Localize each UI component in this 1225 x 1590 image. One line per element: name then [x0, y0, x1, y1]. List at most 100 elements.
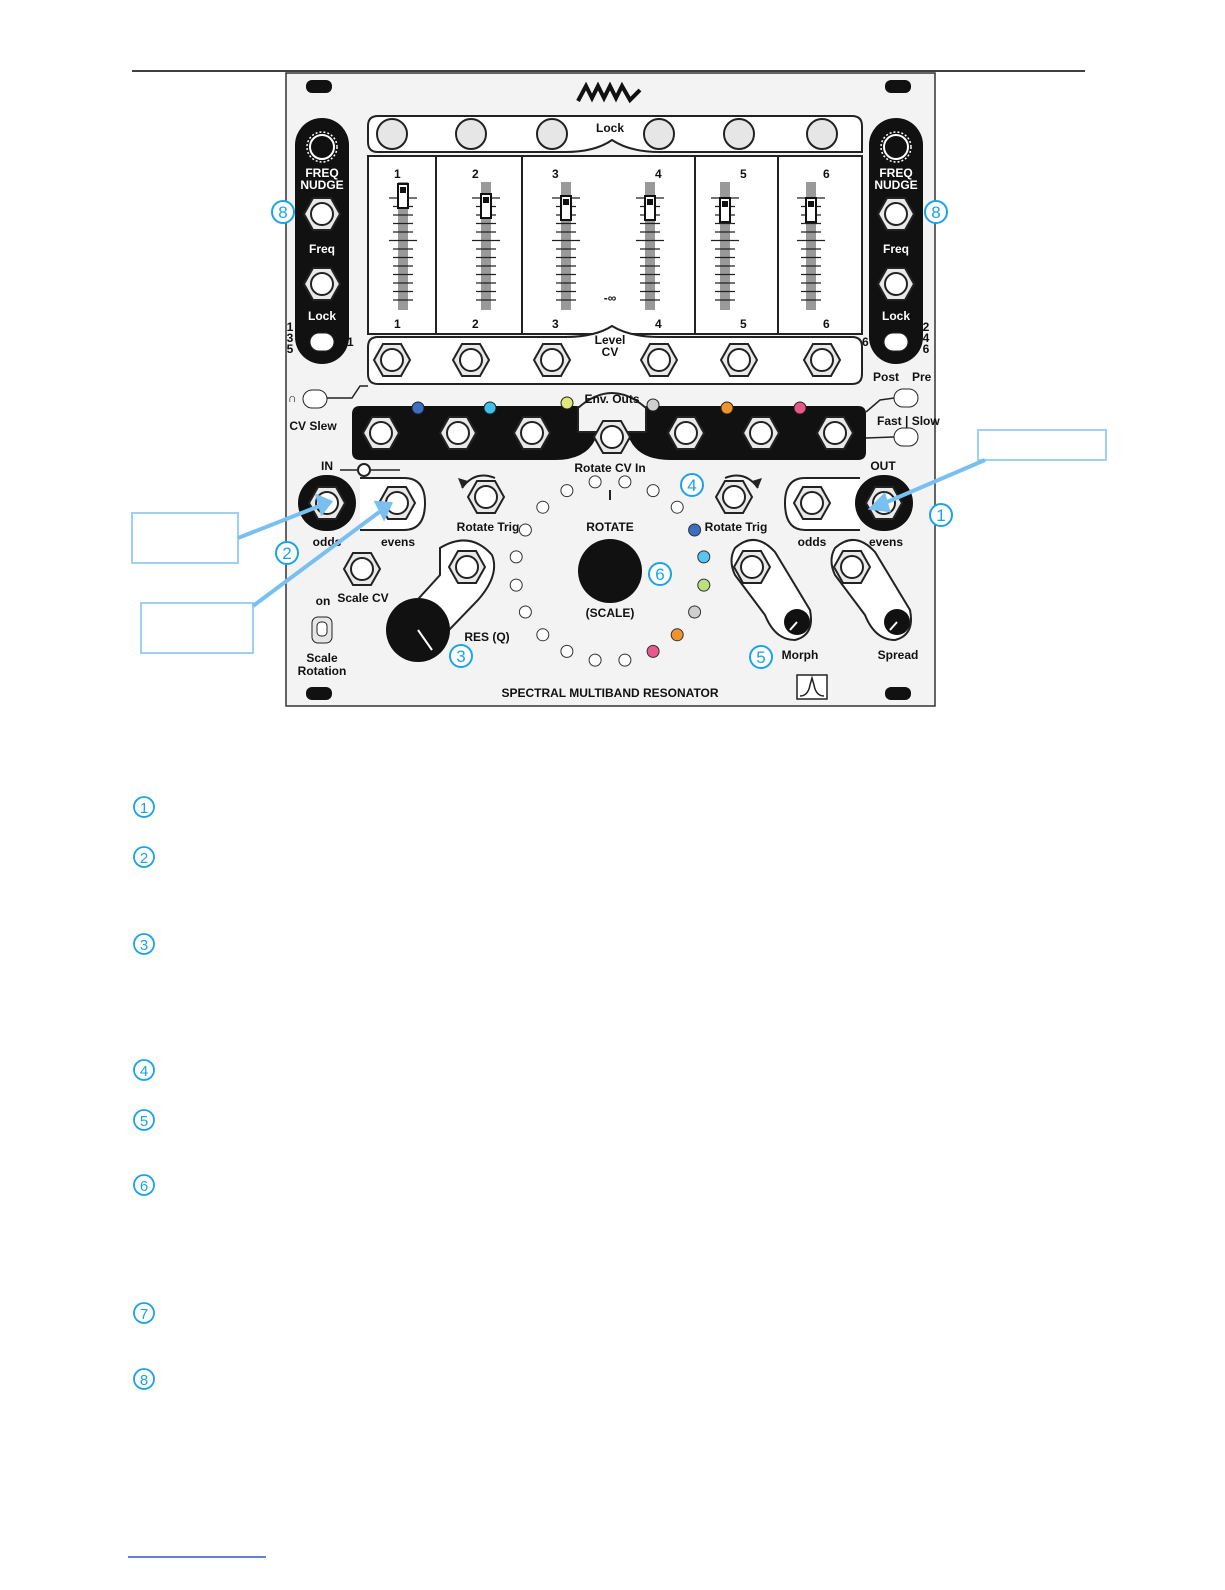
- legend-item-6: 6: [140, 1178, 148, 1195]
- cv-slew-switch[interactable]: [302, 389, 328, 409]
- level-cv-jack-5[interactable]: [720, 343, 758, 377]
- level-cv-jack-1[interactable]: [373, 343, 411, 377]
- freq-jack-left[interactable]: [303, 267, 341, 301]
- legend-item-2: 2: [140, 850, 148, 867]
- mount-hole: [306, 687, 332, 700]
- callout-number-8: 8: [278, 203, 287, 222]
- evens-label: evens: [381, 535, 415, 549]
- slider-handle-1[interactable]: [397, 183, 409, 209]
- knob-indicator: [889, 621, 898, 631]
- freq-nudge-knob[interactable]: [883, 134, 909, 160]
- freq-nudge-jack-right[interactable]: [877, 197, 915, 231]
- env-led-3: [560, 396, 574, 410]
- freq-nudge-jack-left[interactable]: [303, 197, 341, 231]
- callout-box-in-odds: [131, 512, 239, 564]
- morph-cv-jack[interactable]: [733, 550, 771, 584]
- mount-hole: [885, 80, 911, 93]
- out-odds-jack[interactable]: [793, 486, 831, 520]
- callout-numbers: 1 2 3 4 5 6 8 8: [271, 200, 953, 669]
- freq-jack-right[interactable]: [877, 267, 915, 301]
- ring-led: [688, 523, 702, 537]
- channel-number: 1: [394, 317, 401, 331]
- mount-hole: [885, 687, 911, 700]
- legend-item-4: 4: [140, 1063, 148, 1080]
- rotate-label: ROTATE: [586, 520, 634, 534]
- lock-button-6[interactable]: [806, 118, 838, 150]
- legend-item-8: 8: [140, 1372, 148, 1389]
- slider-handle-5[interactable]: [719, 197, 731, 223]
- res-cv-jack[interactable]: [448, 550, 486, 584]
- slider-track-1[interactable]: [398, 182, 408, 310]
- pre-label: Pre: [912, 370, 932, 384]
- legend-circle: [133, 1302, 155, 1324]
- switch-label: 6: [923, 342, 930, 356]
- env-out-jack-5[interactable]: [742, 416, 780, 450]
- lock-switch-left[interactable]: [309, 332, 335, 352]
- callout-box-in-evens: [140, 602, 254, 654]
- fast-slow-switch[interactable]: [893, 427, 919, 447]
- env-led-2: [483, 401, 497, 415]
- scale-cv-jack[interactable]: [343, 552, 381, 586]
- ring-led: [646, 484, 660, 498]
- level-cv-jack-6[interactable]: [803, 343, 841, 377]
- freq-label: Freq: [883, 242, 909, 256]
- channel-number: 4: [655, 317, 662, 331]
- slider-track-6[interactable]: [806, 182, 816, 310]
- slider-handle-6[interactable]: [805, 197, 817, 223]
- callout-circle: [449, 644, 473, 668]
- env-out-jack-1[interactable]: [362, 416, 400, 450]
- freq-label: Freq: [309, 242, 335, 256]
- slider-handle-3[interactable]: [560, 195, 572, 221]
- arrow-head: [458, 478, 468, 488]
- lock-button-1[interactable]: [376, 118, 408, 150]
- rotate-cv-in-jack[interactable]: [593, 420, 631, 454]
- switch-label: 1: [347, 335, 354, 349]
- env-out-jack-6[interactable]: [816, 416, 854, 450]
- slider-track-3[interactable]: [561, 182, 571, 310]
- env-led-6: [793, 401, 807, 415]
- lock-button-5[interactable]: [723, 118, 755, 150]
- module-panel: 4ms Lock 1 2 3 4 5 6 1: [285, 72, 940, 707]
- level-cv-jack-4[interactable]: [640, 343, 678, 377]
- channel-number: 2: [472, 317, 479, 331]
- post-pre-switch[interactable]: [893, 388, 919, 408]
- callout-number-2: 2: [282, 544, 291, 563]
- env-out-jack-2[interactable]: [439, 416, 477, 450]
- freq-nudge-label: NUDGE: [300, 178, 343, 192]
- slider-track-2[interactable]: [481, 182, 491, 310]
- env-out-jack-4[interactable]: [667, 416, 705, 450]
- slider-handle-4[interactable]: [644, 195, 656, 221]
- lock-switch-right[interactable]: [883, 332, 909, 352]
- connector-line: [327, 385, 368, 399]
- lock-button-2[interactable]: [455, 118, 487, 150]
- slider-track-5[interactable]: [720, 182, 730, 310]
- post-label: Post: [873, 370, 899, 384]
- ring-led: [688, 605, 702, 619]
- ring-led: [509, 578, 523, 592]
- callout-number-4: 4: [687, 476, 696, 495]
- in-led: [357, 463, 371, 477]
- res-q-label: RES (Q): [464, 630, 509, 644]
- legend-circle: [133, 846, 155, 868]
- ring-led: [509, 550, 523, 564]
- level-cv-jack-2[interactable]: [452, 343, 490, 377]
- slider-track-4[interactable]: [645, 182, 655, 310]
- freq-nudge-knob[interactable]: [309, 134, 335, 160]
- arrow-in-odds: [237, 503, 323, 540]
- rotate-scale-knob[interactable]: [578, 539, 642, 603]
- minus-infinity-label: -∞: [604, 291, 617, 305]
- rotate-trig-right-jack[interactable]: [715, 480, 753, 514]
- spread-cv-jack[interactable]: [833, 550, 871, 584]
- ring-led: [697, 550, 711, 564]
- freq-nudge-label: FREQ: [305, 166, 338, 180]
- callout-circle: [271, 200, 295, 224]
- callout-number-6: 6: [655, 565, 664, 584]
- env-out-jack-3[interactable]: [513, 416, 551, 450]
- lock-button-4[interactable]: [643, 118, 675, 150]
- lock-button-3[interactable]: [536, 118, 568, 150]
- slider-handle-2[interactable]: [480, 193, 492, 219]
- scale-led-ring: [509, 475, 711, 667]
- rotate-trig-left-jack[interactable]: [467, 480, 505, 514]
- channel-number: 3: [552, 317, 559, 331]
- level-cv-jack-3[interactable]: [533, 343, 571, 377]
